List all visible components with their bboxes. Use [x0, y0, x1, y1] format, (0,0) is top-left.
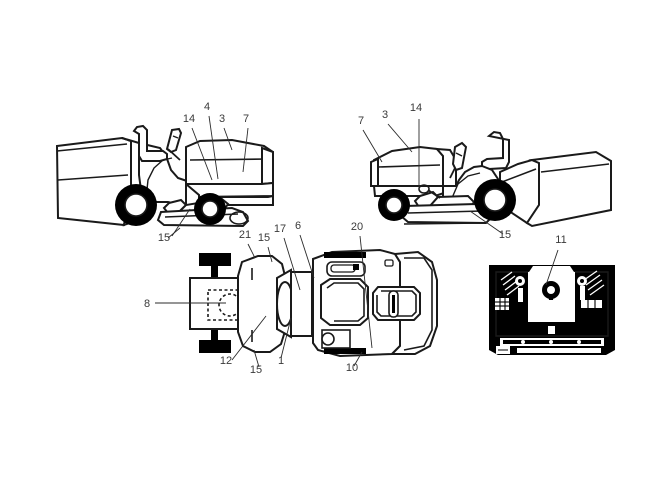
- callout-15-right: 15: [499, 229, 511, 241]
- callout-11: 11: [555, 234, 566, 246]
- leaders-top-view: [155, 227, 373, 368]
- callout-14-left: 14: [183, 113, 195, 125]
- engine-decal-panel-view: [489, 249, 615, 355]
- callout-15-top: 15: [258, 232, 270, 244]
- rear-wheel-top-right: [199, 340, 231, 353]
- deck-hatch-outline: [207, 289, 253, 321]
- rear-bumper-top: [324, 348, 366, 354]
- leaders-left-view: [171, 115, 249, 237]
- callout-10: 10: [346, 362, 358, 374]
- front-bumper-top: [324, 252, 366, 258]
- callout-15-left: 15: [158, 232, 170, 244]
- tractor-body-left: [132, 124, 274, 215]
- wheels-right-view: [378, 179, 516, 221]
- callout-12: 12: [220, 355, 232, 367]
- callout-14-right: 14: [410, 102, 422, 114]
- callout-20: 20: [351, 221, 363, 233]
- leaders-right-view: [362, 119, 504, 235]
- console-knob: [321, 332, 335, 346]
- chassis-top: [312, 248, 438, 358]
- lower-bar-dots: [521, 340, 581, 344]
- callout-7-left: 7: [243, 113, 249, 125]
- left-vents: [500, 271, 520, 296]
- callout-7-right: 7: [358, 115, 364, 127]
- callout-1: 1: [278, 355, 284, 367]
- callout-15-bottom: 15: [250, 364, 262, 376]
- callout-21: 21: [239, 229, 251, 241]
- wheels-left-view: [115, 184, 226, 226]
- tractor-top-view: [155, 227, 438, 368]
- callout-3-left: 3: [219, 113, 225, 125]
- callout-6: 6: [295, 220, 301, 232]
- deck-roller-left: [229, 211, 249, 225]
- tractor-right-side-view: [362, 119, 612, 235]
- callout-labels: 14 4 3 7 15 7 3 14 15 21 15 17 6 20 8 12…: [144, 101, 567, 376]
- callout-4: 4: [204, 101, 210, 113]
- callout-8: 8: [144, 298, 150, 310]
- top-knob: [384, 259, 394, 267]
- callout-17: 17: [274, 223, 286, 235]
- rear-axle-top: [199, 253, 231, 353]
- callout-3-right: 3: [382, 109, 388, 121]
- rear-wheel-top-left: [199, 253, 231, 266]
- tractor-left-side-view: [55, 115, 274, 237]
